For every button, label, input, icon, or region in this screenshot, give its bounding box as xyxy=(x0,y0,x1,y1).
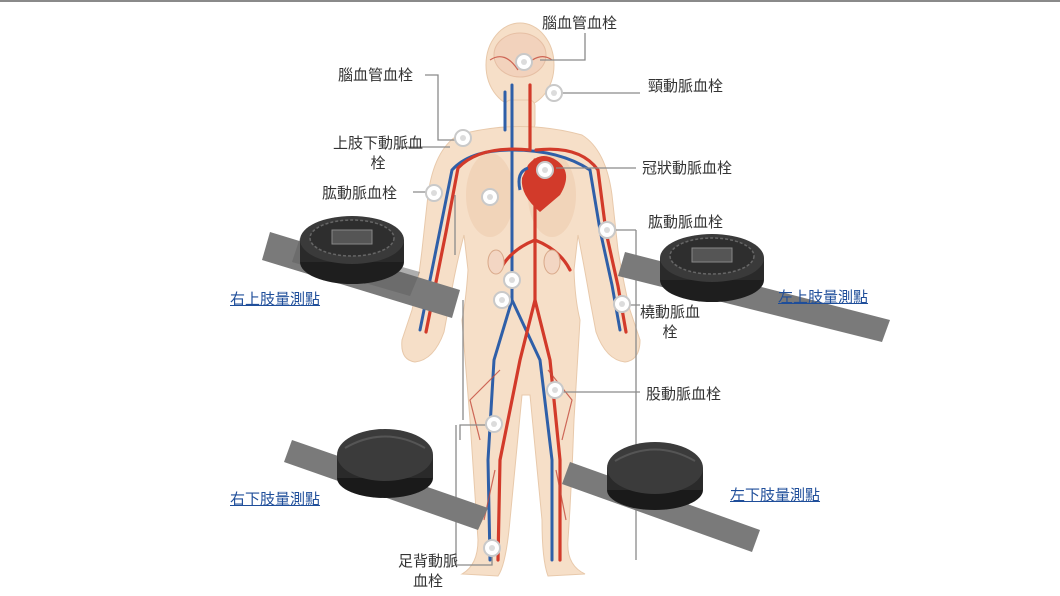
label-upper-limb: 上肢下動脈血栓 xyxy=(332,134,423,172)
link-right-upper-measure[interactable]: 右上肢量測點 xyxy=(230,290,321,308)
thrombosis-marker-icon xyxy=(598,221,616,239)
thrombosis-marker-icon xyxy=(425,184,443,202)
blood-pressure-monitor-device-icon xyxy=(262,216,460,318)
label-femoral: 股動脈血栓 xyxy=(646,385,722,403)
thrombosis-marker-icon xyxy=(546,381,564,399)
thrombosis-marker-icon xyxy=(454,129,472,147)
thrombosis-marker-icon xyxy=(613,295,631,313)
label-radial: 橈動脈血栓 xyxy=(640,303,701,341)
label-brachial-left: 肱動脈血栓 xyxy=(648,213,724,231)
thrombosis-marker-icon xyxy=(536,161,554,179)
top-border xyxy=(0,0,1060,2)
label-brachial-right: 肱動脈血栓 xyxy=(322,184,398,202)
thrombosis-marker-icon xyxy=(545,84,563,102)
thrombosis-markers xyxy=(425,53,631,557)
thrombosis-marker-icon xyxy=(481,188,499,206)
link-left-lower-measure[interactable]: 左下肢量測點 xyxy=(730,486,821,504)
thrombosis-marker-icon xyxy=(483,539,501,557)
label-dorsalis: 足背動脈血栓 xyxy=(397,552,458,590)
human-body-illustration xyxy=(401,22,641,577)
link-left-upper-measure[interactable]: 左上肢量測點 xyxy=(778,288,869,306)
blood-pressure-monitor-device-icon xyxy=(618,234,890,342)
label-coronary: 冠狀動脈血栓 xyxy=(642,159,733,177)
thrombosis-marker-icon xyxy=(485,415,503,433)
label-brain-left: 腦血管血栓 xyxy=(338,66,414,84)
label-carotid: 頸動脈血栓 xyxy=(648,77,724,95)
thrombosis-marker-icon xyxy=(503,271,521,289)
heart-icon xyxy=(517,156,567,212)
label-brain-top: 腦血管血栓 xyxy=(542,14,618,32)
blood-pressure-monitor-device-icon xyxy=(562,442,760,552)
thrombosis-marker-icon xyxy=(515,53,533,71)
link-right-lower-measure[interactable]: 右下肢量測點 xyxy=(230,490,321,508)
blood-pressure-monitor-device-icon xyxy=(284,429,488,530)
thrombosis-marker-icon xyxy=(493,291,511,309)
